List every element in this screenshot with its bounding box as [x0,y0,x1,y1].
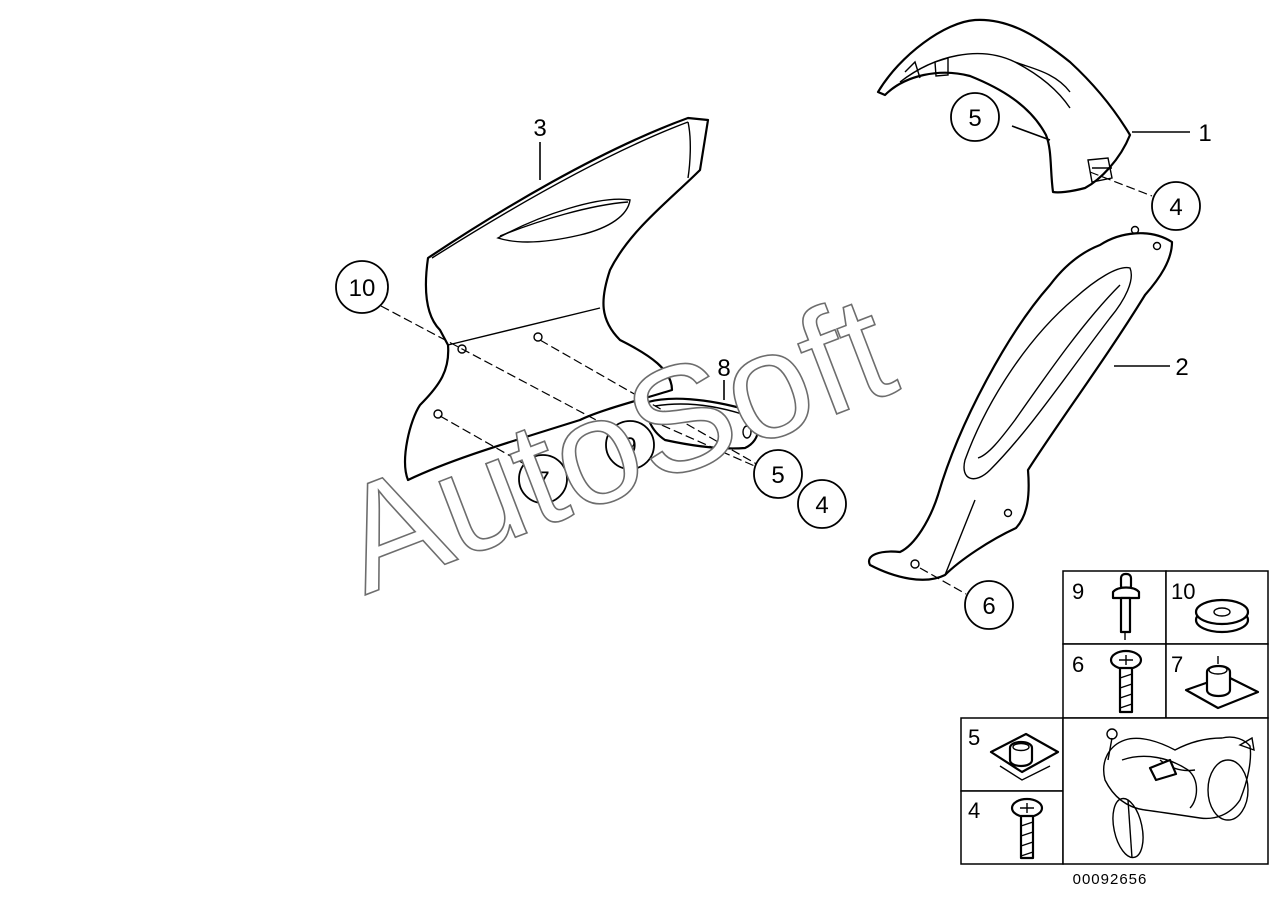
legend-label-6: 6 [1072,652,1084,677]
legend-label-7: 7 [1171,652,1183,677]
part-8-bracket [646,397,760,450]
part-3-panel [404,116,710,482]
callout-4-top: 4 [1151,181,1201,231]
leader-lines [539,125,1190,400]
svg-text:5: 5 [968,105,981,132]
part-1-cover [876,18,1132,194]
svg-text:9: 9 [623,433,636,460]
callout-5-bracket: 5 [753,449,803,499]
legend-label-9: 9 [1072,579,1084,604]
legend-label-10: 10 [1171,579,1195,604]
screw-icon-6 [1109,649,1143,714]
clip-nut-icon-7 [1184,656,1260,710]
diagram-number: 00092656 [1073,871,1148,888]
svg-text:4: 4 [1169,194,1182,221]
label-2: 2 [1175,354,1188,381]
motorcycle-icon [1103,728,1255,859]
callout-9: 9 [605,420,655,470]
callout-5-top: 5 [950,92,1000,142]
callout-4-bracket: 4 [797,479,847,529]
label-8: 8 [717,355,730,382]
callout-6: 6 [964,580,1014,630]
label-1: 1 [1198,120,1211,147]
svg-text:5: 5 [771,462,784,489]
screw-icon-4 [1010,797,1044,860]
svg-text:10: 10 [349,275,376,302]
clip-nut-icon-5 [989,732,1060,781]
callout-7: 7 [518,454,568,504]
svg-text:4: 4 [815,492,828,519]
label-3: 3 [533,115,546,142]
watermark: AutoSoft [316,262,913,625]
legend-label-5: 5 [968,725,980,750]
svg-text:6: 6 [982,593,995,620]
washer-icon [1194,598,1250,634]
svg-text:7: 7 [536,467,549,494]
legend-grid: 9 10 6 7 5 4 [960,570,1269,865]
rivet-icon [1111,572,1141,640]
legend-label-4: 4 [968,798,980,823]
part-2-side-cover [867,225,1174,581]
callout-10: 10 [335,260,389,314]
